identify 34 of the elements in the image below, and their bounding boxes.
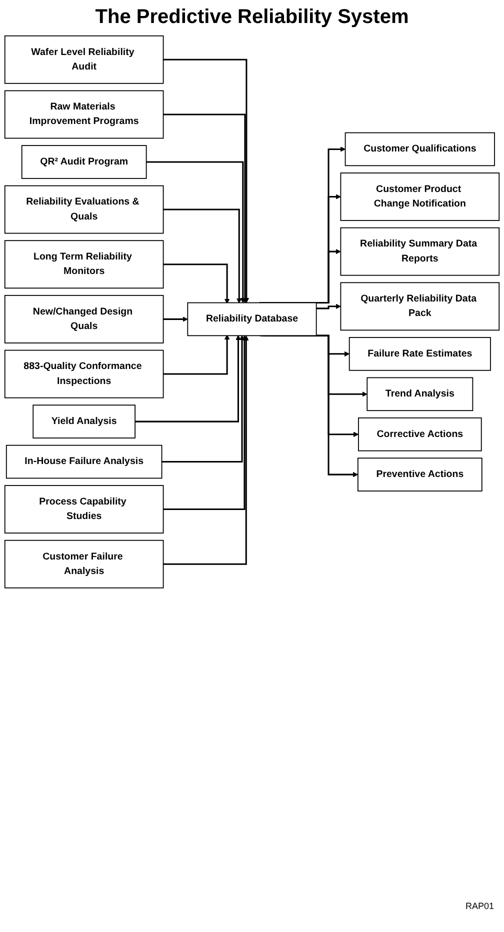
node-box: 883-Quality Conformance Inspections	[4, 350, 164, 398]
diagram-title: The Predictive Reliability System	[94, 6, 410, 29]
node-box: Customer Qualifications	[344, 132, 495, 166]
node-box: Long Term Reliability Monitors	[4, 240, 164, 289]
node-box: New/Changed Design Quals	[4, 294, 164, 344]
arrow	[163, 114, 248, 304]
node-box: Preventive Actions	[357, 458, 482, 492]
node-box: Reliability Evaluations & Quals	[4, 185, 164, 234]
arrow	[163, 316, 188, 322]
node-box: Customer Product Change Notification	[340, 172, 500, 221]
arrow	[163, 335, 248, 510]
arrow	[163, 58, 250, 304]
arrow	[316, 304, 341, 310]
arrow	[163, 208, 242, 304]
node-box: Quarterly Reliability Data Pack	[340, 282, 500, 331]
node-box: Trend Analysis	[366, 377, 474, 412]
node-box: Customer Failure Analysis	[4, 540, 164, 588]
arrow	[146, 161, 246, 304]
arrow	[135, 334, 241, 422]
node-box: Corrective Actions	[358, 417, 482, 452]
figure-code: RAP01	[465, 901, 494, 911]
node-box: Reliability Database	[187, 302, 317, 336]
node-box: Raw Materials Improvement Programs	[4, 90, 164, 139]
node-box: Yield Analysis	[32, 404, 136, 438]
node-box: Process Capability Studies	[4, 485, 164, 534]
node-box: Wafer Level Reliability Audit	[4, 35, 164, 84]
arrow	[163, 335, 249, 565]
arrow	[163, 264, 230, 304]
arrow	[162, 335, 245, 463]
node-box: In-House Failure Analysis	[6, 444, 162, 479]
node-box: QR² Audit Program	[21, 145, 147, 179]
node-box: Reliability Summary Data Reports	[340, 227, 500, 276]
node-box: Failure Rate Estimates	[348, 337, 491, 371]
arrow	[163, 334, 230, 375]
